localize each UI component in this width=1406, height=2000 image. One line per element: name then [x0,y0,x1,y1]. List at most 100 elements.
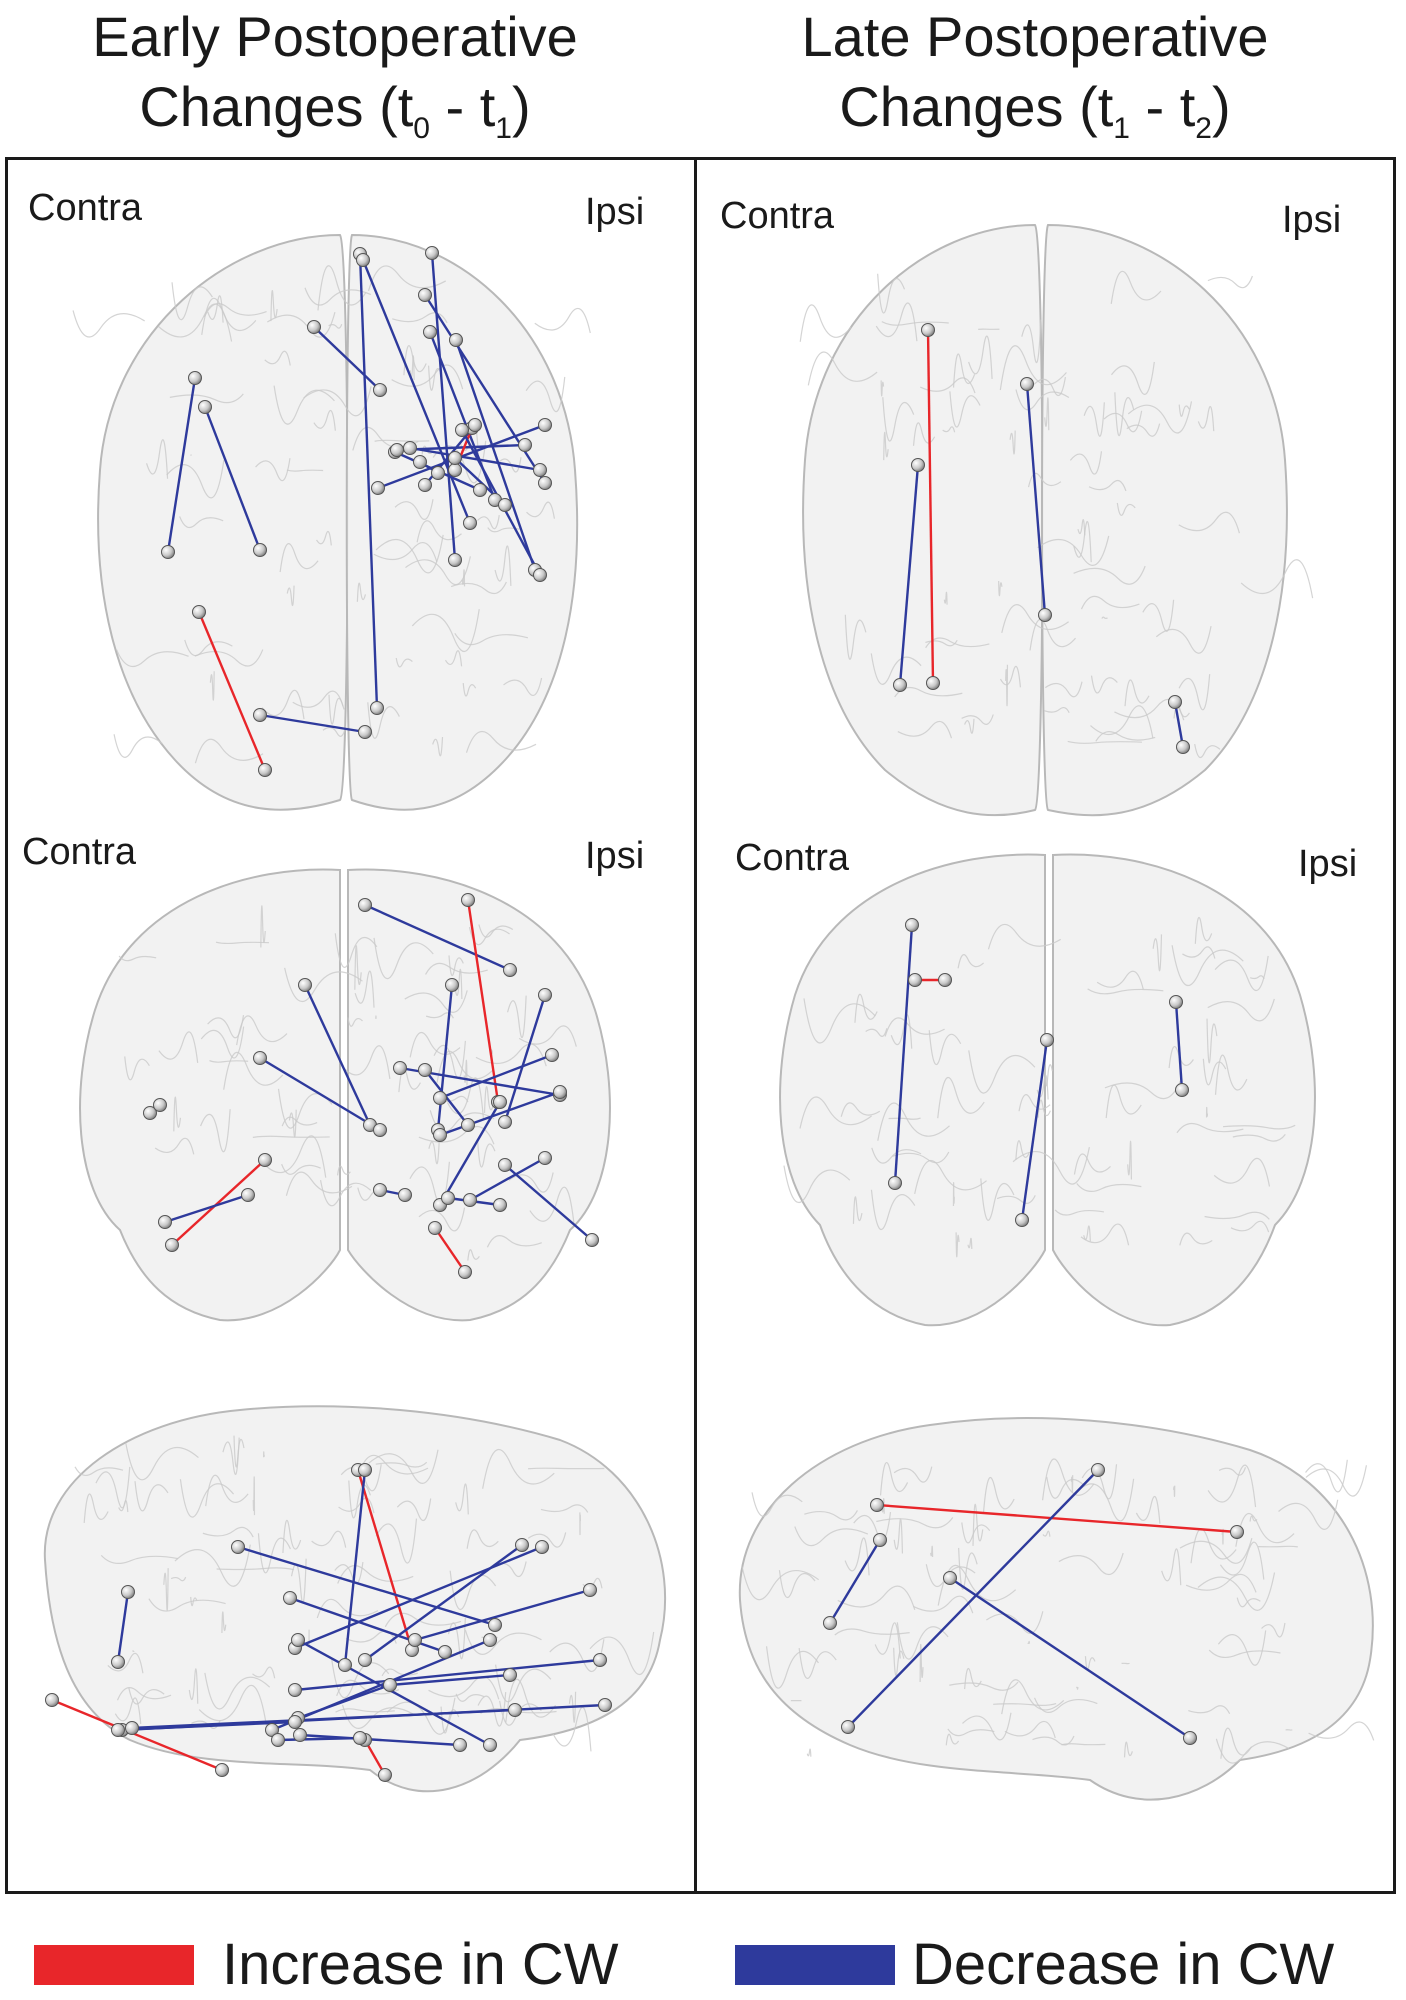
region-node [446,979,459,992]
region-node [536,1541,549,1554]
region-node [456,424,469,437]
region-node [464,1194,477,1207]
region-node [539,989,552,1002]
region-node [354,1732,367,1745]
region-node [374,1184,387,1197]
region-node [424,326,437,339]
ipsi-label-left-coronal: Ipsi [585,834,644,878]
region-node [586,1234,599,1247]
region-node [434,1092,447,1105]
region-node [434,1129,447,1142]
region-node [162,546,175,559]
brain-coronal-left-ipsi [348,870,610,1321]
region-node [534,464,547,477]
region-node [289,1716,302,1729]
region-node [384,1679,397,1692]
brain-fold [1208,276,1253,288]
region-node [439,1646,452,1659]
region-node [122,1586,135,1599]
region-node [871,1499,884,1512]
region-node [359,1654,372,1667]
region-node [462,1119,475,1132]
region-node [159,1216,172,1229]
region-node [166,1239,179,1252]
region-node [1021,378,1034,391]
region-node [1016,1214,1029,1227]
region-node [489,1619,502,1632]
region-node [944,1572,957,1585]
region-node [484,1739,497,1752]
brain-coronal-left-contra [80,870,340,1321]
region-node [842,1721,855,1734]
region-node [1092,1464,1105,1477]
region-node [474,484,487,497]
region-node [254,709,267,722]
region-node [594,1654,607,1667]
ipsi-label-left-axial: Ipsi [585,190,644,234]
region-node [499,1159,512,1172]
region-node [504,964,517,977]
decrease-legend-swatch [735,1945,895,1985]
contra-label-right-axial: Contra [720,194,834,238]
region-node [539,419,552,432]
region-node [429,1222,442,1235]
region-node [1170,996,1183,1009]
brain-fold [953,1183,954,1206]
region-node [494,1096,507,1109]
region-node [449,554,462,567]
brain-fold [114,734,162,757]
region-node [399,1189,412,1202]
ipsi-label-right-axial: Ipsi [1282,198,1341,242]
region-node [259,1154,272,1167]
region-node [494,1199,507,1212]
region-node [909,974,922,987]
region-node [449,452,462,465]
region-node [516,1539,529,1552]
region-node [154,1099,167,1112]
brain-fold [535,308,590,333]
region-node [193,606,206,619]
region-node [546,1049,559,1062]
region-node [308,321,321,334]
brain-axial-left-ipsi [347,235,577,810]
region-node [554,1086,567,1099]
region-node [46,1694,59,1707]
contra-label-right-coronal: Contra [735,836,849,880]
increase-legend-swatch [34,1945,194,1985]
region-node [912,459,925,472]
region-node [442,1192,455,1205]
region-node [1041,1034,1054,1047]
region-node [1184,1732,1197,1745]
region-node [339,1659,352,1672]
region-node [272,1734,285,1747]
region-node [939,974,952,987]
brain-axial-right-contra [803,225,1042,815]
brain-sagittal-right [740,1418,1373,1800]
region-node [292,1634,305,1647]
region-node [409,1634,422,1647]
region-node [889,1177,902,1190]
brain-axial-right-ipsi [1042,225,1287,815]
region-node [504,1669,517,1682]
region-node [1177,741,1190,754]
region-node [189,372,202,385]
region-node [459,1266,472,1279]
region-node [519,439,532,452]
region-node [449,464,462,477]
brain-fold [264,1452,265,1457]
region-node [379,1769,392,1782]
region-node [242,1189,255,1202]
region-node [259,764,272,777]
region-node [126,1722,139,1735]
region-node [359,899,372,912]
region-node [419,289,432,302]
region-node [469,419,482,432]
region-node [391,444,404,457]
region-node [1231,1526,1244,1539]
region-node [539,1152,552,1165]
region-node [509,1704,522,1717]
region-node [394,1062,407,1075]
increase-legend-label: Increase in CW [222,1930,618,2000]
region-node [359,1464,372,1477]
